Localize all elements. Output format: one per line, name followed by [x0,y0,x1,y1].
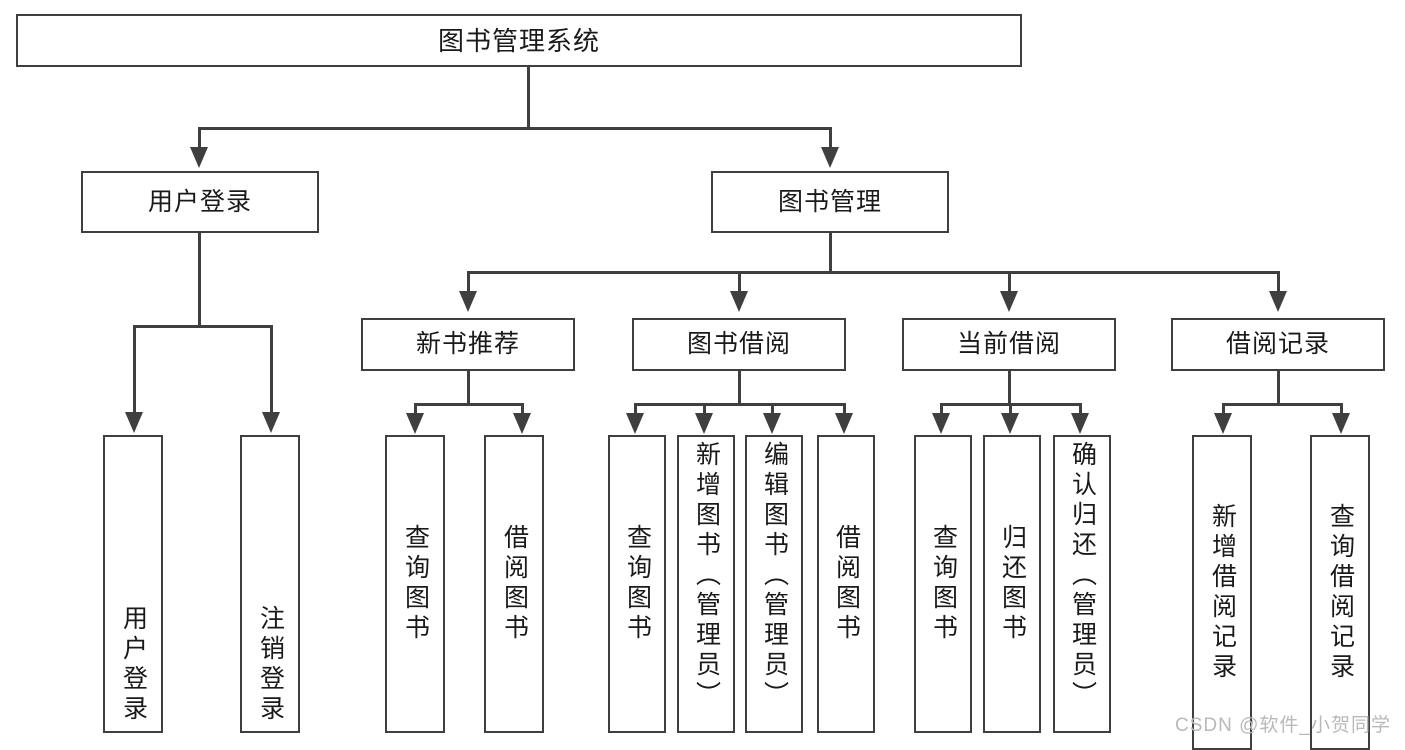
leaf-label: 查询图书 [623,524,652,644]
leaf-label: 查询借阅记录 [1326,502,1355,683]
node-label: 当前借阅 [956,330,1061,358]
leaf-label: 确认归还（管理员） [1068,441,1097,711]
node-book-borrow[interactable]: 图书借阅 [632,318,846,371]
connector-borrow-drop-3 [771,403,774,415]
node-label: 借阅记录 [1225,330,1330,358]
connector-current-drop-2 [1009,403,1012,415]
connector-recommend-stem [467,371,470,404]
node-label: 新书推荐 [415,330,520,358]
connector-book-mgmt-drop-3 [1008,271,1011,293]
connector-recommend-drop-1 [414,403,417,415]
arrowhead-recommend-leaf-2 [513,413,531,434]
leaf-logout[interactable]: 注销登录 [240,435,300,733]
connector-book-mgmt-bus [467,271,1279,274]
node-user-login[interactable]: 用户登录 [81,171,319,233]
node-borrow-record[interactable]: 借阅记录 [1171,318,1385,371]
connector-record-drop-2 [1340,403,1343,415]
arrowhead-current-borrow [1000,291,1018,312]
leaf-label: 借阅图书 [832,524,861,644]
node-book-management[interactable]: 图书管理 [711,171,949,233]
connector-book-mgmt-drop-2 [738,271,741,293]
connector-user-login-drop-1 [133,325,136,414]
arrowhead-new-book-recommend [459,291,477,312]
connector-borrow-stem [738,371,741,404]
arrowhead-current-leaf-3 [1071,413,1089,434]
leaf-query-book-recommend[interactable]: 查询图书 [385,435,445,733]
arrowhead-user-login [190,147,208,168]
node-label: 图书管理 [777,187,882,216]
leaf-borrow-book[interactable]: 借阅图书 [817,435,875,733]
arrowhead-recommend-leaf-1 [406,413,424,434]
leaf-query-book-borrow[interactable]: 查询图书 [608,435,666,733]
connector-user-login-bus [133,325,272,328]
arrowhead-borrow-leaf-2 [695,413,713,434]
connector-book-mgmt-drop-1 [467,271,470,293]
node-label: 用户登录 [147,187,252,216]
node-label: 图书管理系统 [437,25,600,56]
leaf-label: 查询图书 [929,524,958,644]
connector-recommend-bus [414,403,523,406]
connector-borrow-bus [634,403,845,406]
leaf-query-book-current[interactable]: 查询图书 [914,435,972,733]
leaf-edit-book-admin[interactable]: 编辑图书（管理员） [745,435,803,733]
node-new-book-recommend[interactable]: 新书推荐 [361,318,575,371]
leaf-label: 新增借阅记录 [1208,502,1237,683]
connector-user-login-stem [198,233,201,326]
leaf-query-borrow-record[interactable]: 查询借阅记录 [1310,435,1370,750]
connector-current-stem [1008,371,1011,404]
leaf-label: 借阅图书 [500,524,529,644]
connector-borrow-drop-1 [634,403,637,415]
leaf-label: 用户登录 [119,605,148,725]
connector-user-login-drop-2 [270,325,273,414]
leaf-borrow-book-recommend[interactable]: 借阅图书 [484,435,544,733]
connector-root-to-user-login [198,127,201,149]
connector-record-bus [1222,403,1342,406]
arrowhead-leaf-user-login [125,412,143,433]
leaf-add-borrow-record[interactable]: 新增借阅记录 [1192,435,1252,750]
connector-borrow-drop-4 [843,403,846,415]
connector-borrow-drop-2 [703,403,706,415]
arrowhead-borrow-leaf-3 [763,413,781,434]
arrowhead-record-leaf-1 [1214,413,1232,434]
connector-current-drop-3 [1079,403,1082,415]
connector-current-drop-1 [940,403,943,415]
arrowhead-leaf-logout [262,412,280,433]
arrowhead-current-leaf-1 [932,413,950,434]
connector-root-to-book-mgmt [829,127,832,149]
leaf-label: 编辑图书（管理员） [760,441,789,711]
connector-root-bus [198,127,830,130]
connector-record-drop-1 [1222,403,1225,415]
leaf-return-book[interactable]: 归还图书 [983,435,1041,733]
leaf-label: 归还图书 [998,524,1027,644]
connector-recommend-drop-2 [521,403,524,415]
arrowhead-record-leaf-2 [1332,413,1350,434]
node-root-system[interactable]: 图书管理系统 [16,14,1022,67]
connector-record-stem [1277,371,1280,404]
connector-root-stem [527,67,530,128]
node-label: 图书借阅 [686,330,791,358]
arrowhead-book-mgmt [821,147,839,168]
leaf-confirm-return-admin[interactable]: 确认归还（管理员） [1053,435,1111,733]
arrowhead-current-leaf-2 [1001,413,1019,434]
leaf-label: 新增图书（管理员） [692,441,721,711]
arrowhead-borrow-leaf-4 [835,413,853,434]
arrowhead-borrow-record [1269,291,1287,312]
connector-book-mgmt-drop-4 [1277,271,1280,293]
arrowhead-borrow-leaf-1 [626,413,644,434]
leaf-user-login[interactable]: 用户登录 [103,435,163,733]
arrowhead-book-borrow [730,291,748,312]
connector-book-mgmt-stem [829,233,832,272]
node-current-borrow[interactable]: 当前借阅 [902,318,1116,371]
leaf-label: 查询图书 [401,524,430,644]
leaf-add-book-admin[interactable]: 新增图书（管理员） [677,435,735,733]
leaf-label: 注销登录 [256,605,285,725]
